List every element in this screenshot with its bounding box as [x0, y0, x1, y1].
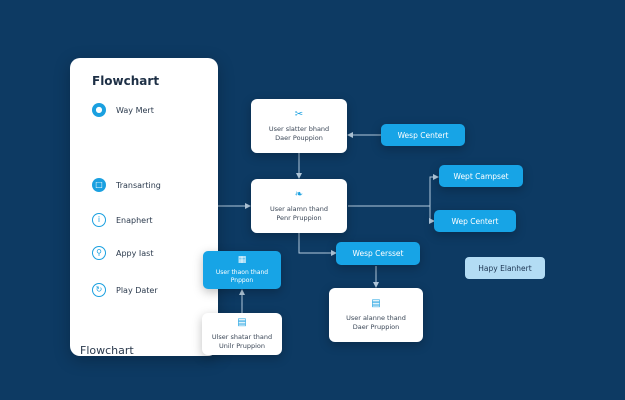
refresh-icon: ↻ [92, 283, 106, 297]
process-node-bottom[interactable]: ▤ User alanne thand Daer Pruppion [329, 288, 423, 342]
panel-item-label: Play Dater [116, 285, 158, 295]
document-icon: □ [92, 178, 106, 192]
node-line: Penr Pruppion [276, 213, 322, 222]
wesp-cersset-node[interactable]: Wesp Cersset [336, 242, 420, 265]
panel-item-transarting[interactable]: □ Transarting [92, 175, 161, 195]
panel-item-play-dater[interactable]: ↻ Play Dater [92, 280, 158, 300]
node-line: Ulser shatar thand [211, 332, 273, 341]
process-node-top[interactable]: ✂ User slatter bhand Daer Pouppion [251, 99, 347, 153]
node-line: User thaon thand [215, 268, 269, 276]
grid-icon: ▦ [237, 254, 247, 265]
node-line: User slatter bhand [268, 124, 330, 133]
process-node-left-bottom[interactable]: ▤ Ulser shatar thand Unilr Pruppion [202, 313, 282, 355]
panel-item-appy-iast[interactable]: ⚲ Appy Iast [92, 243, 153, 263]
panel-item-label: Transarting [116, 180, 161, 190]
user-icon: ● [92, 103, 106, 117]
wept-campset-node[interactable]: Wept Campset [439, 165, 523, 187]
node-line: Daer Pruppion [352, 322, 400, 331]
node-line: Daer Pouppion [275, 133, 323, 142]
node-line: User alanne thand [346, 313, 406, 322]
node-line: Unilr Pruppion [219, 341, 265, 350]
branch-icon: ❧ [294, 188, 304, 200]
panel-item-enaphert[interactable]: i Enaphert [92, 210, 153, 230]
hapy-elanhert-node[interactable]: Hapy Elanhert [465, 257, 545, 279]
process-node-blue-left[interactable]: ▦ User thaon thand Pnppon [203, 251, 281, 289]
document-icon: ▤ [371, 297, 381, 309]
panel-footer: Flowchart [80, 344, 134, 357]
panel-item-label: Appy Iast [116, 248, 154, 258]
node-line: Pnppon [230, 276, 254, 284]
connector-mid-to-cersset [298, 233, 337, 256]
node-line: User alamn thand [269, 204, 329, 213]
connector-mid-to-campset [348, 174, 439, 207]
location-icon: ⚲ [92, 246, 106, 260]
flowchart-panel: Flowchart ● Way Mert □ Transarting i Ena… [70, 58, 218, 357]
panel-item-label: Enaphert [116, 215, 153, 225]
wep-centert-node[interactable]: Wep Centert [434, 210, 516, 232]
panel-title: Flowchart [92, 74, 160, 88]
document-icon: ▤ [237, 316, 247, 328]
scissors-icon: ✂ [294, 108, 304, 120]
wesp-centert-node[interactable]: Wesp Centert [381, 124, 465, 146]
process-node-mid[interactable]: ❧ User alamn thand Penr Pruppion [251, 179, 347, 233]
panel-item-label: Way Mert [116, 105, 154, 115]
info-icon: i [92, 213, 106, 227]
panel-item-way-mert[interactable]: ● Way Mert [92, 100, 154, 120]
